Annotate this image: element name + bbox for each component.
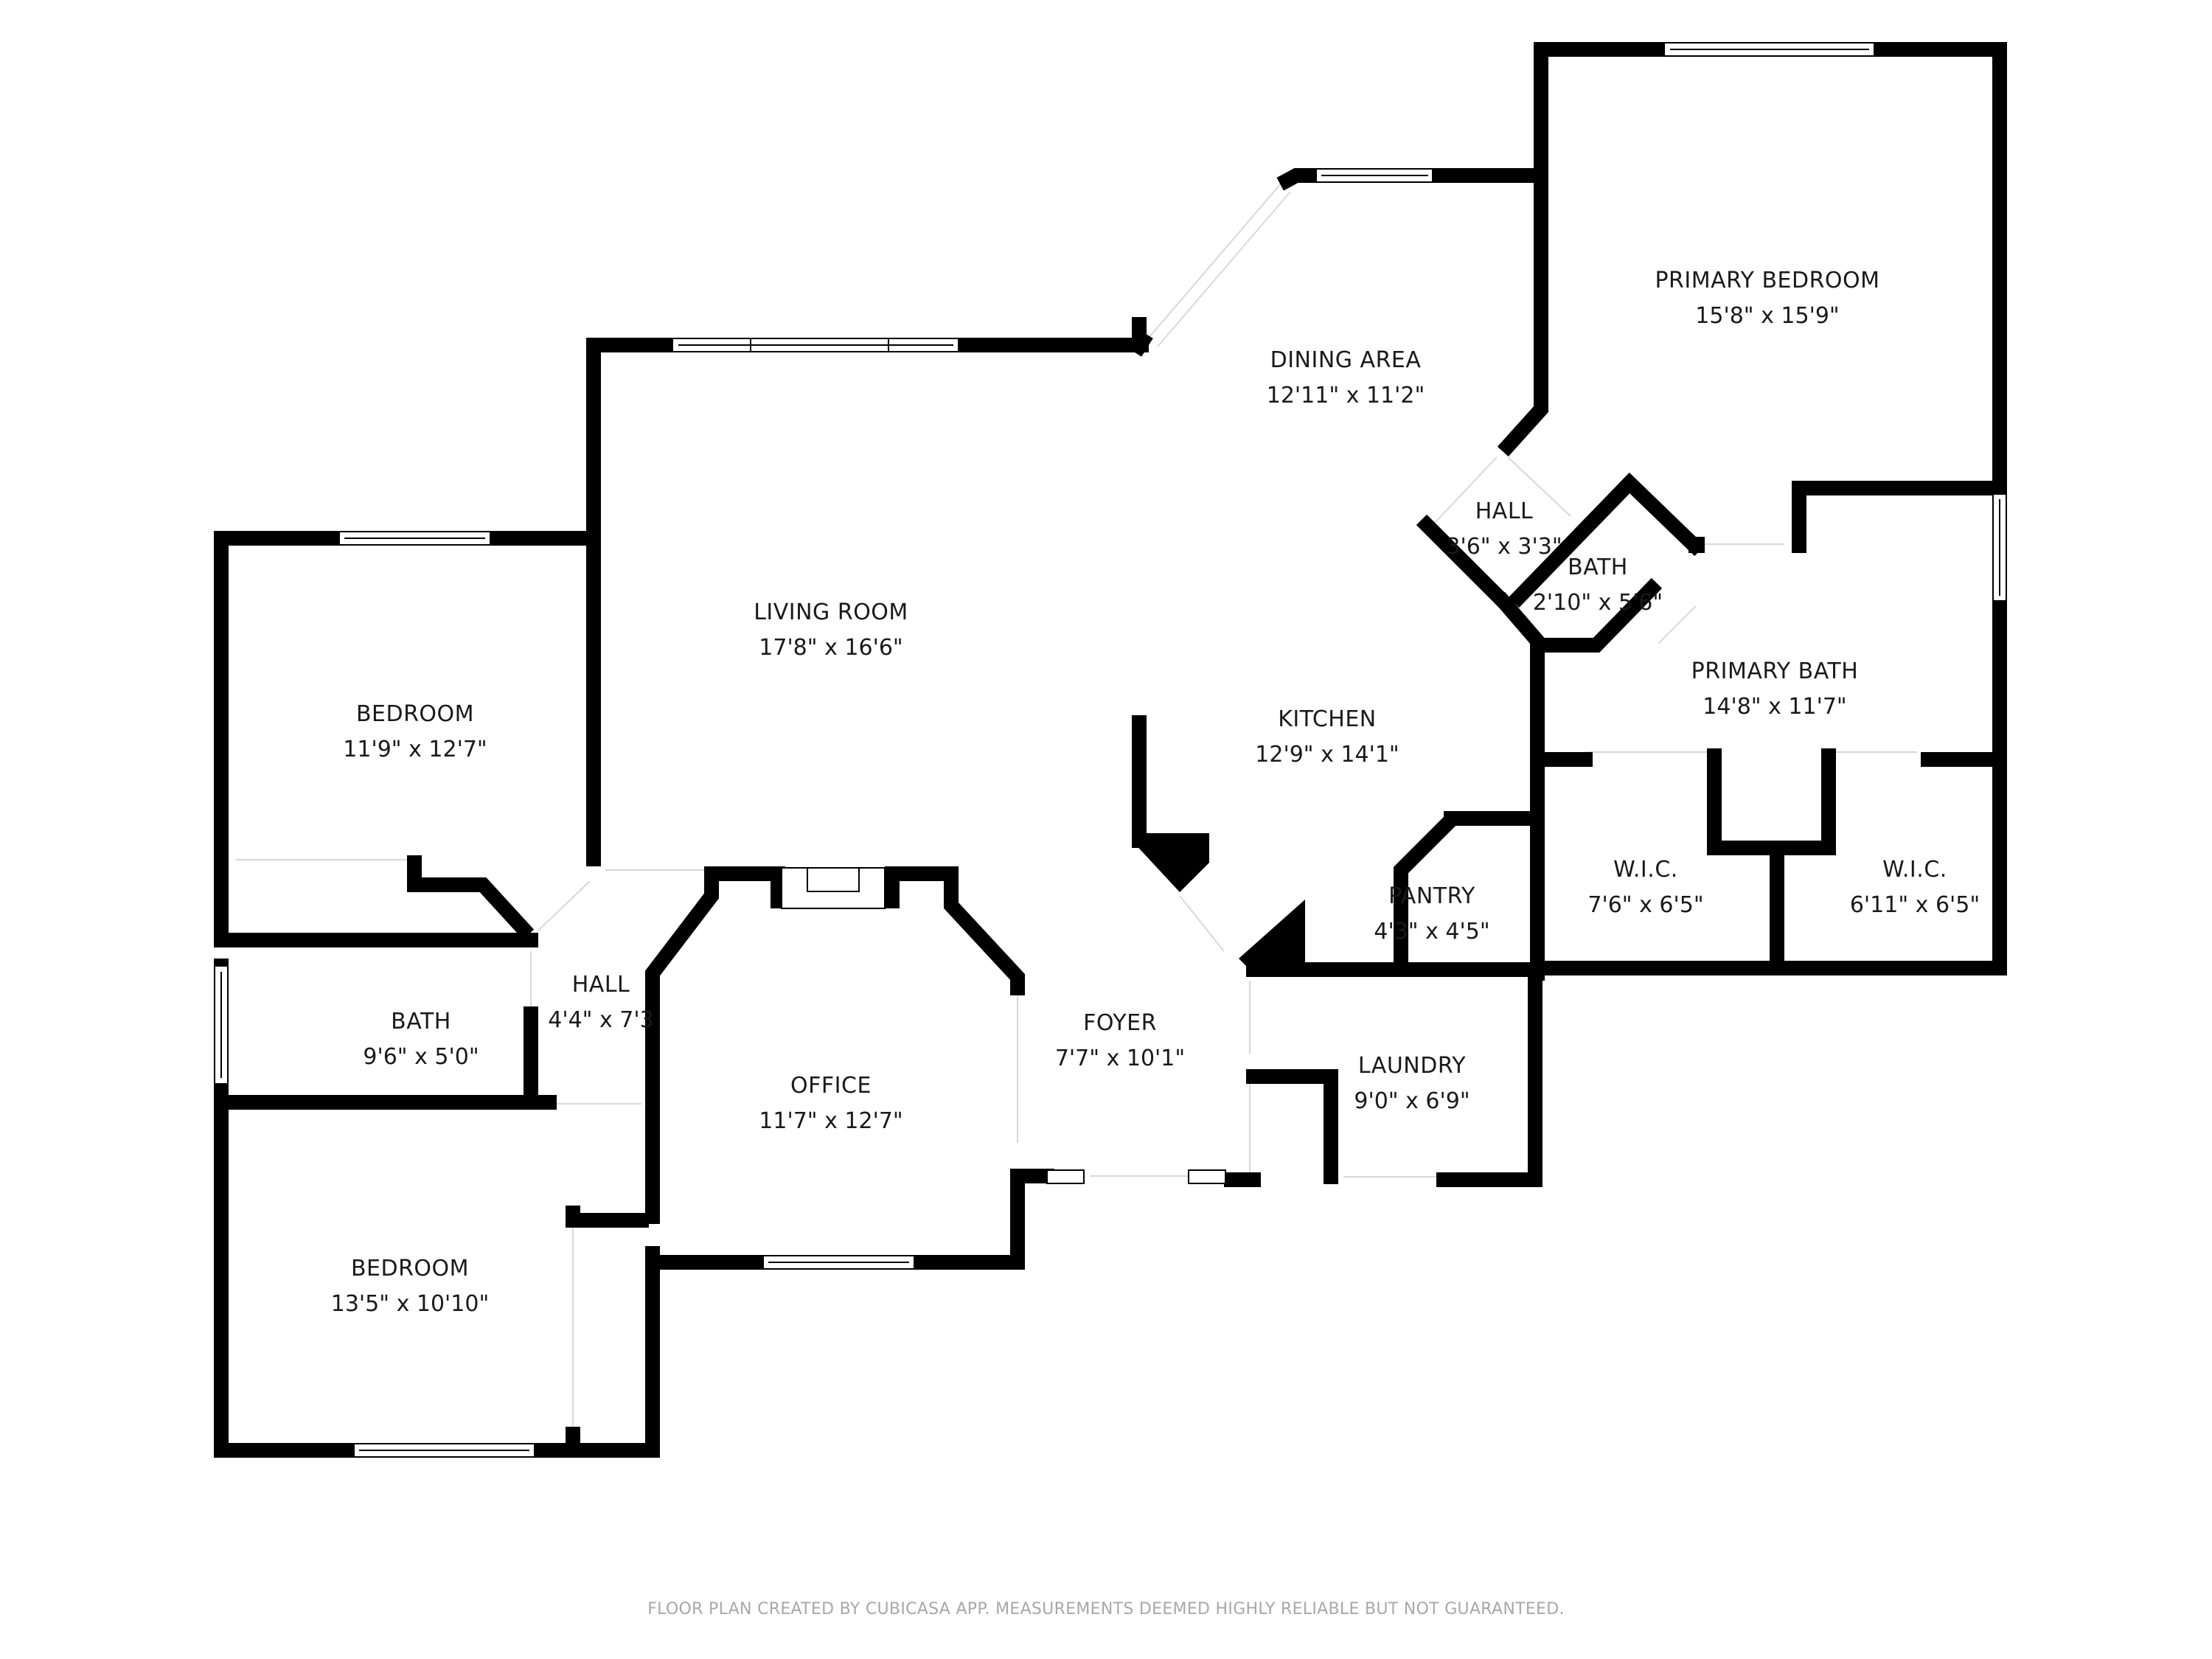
room-dimensions: 7'6" x 6'5" xyxy=(1587,892,1704,918)
room-name: PANTRY xyxy=(1388,883,1475,909)
room-hall-north: HALL 3'6" x 3'3" xyxy=(1446,494,1562,565)
room-name: W.I.C. xyxy=(1882,857,1947,883)
room-dimensions: 11'7" x 12'7" xyxy=(759,1108,903,1134)
room-dimensions: 12'11" x 11'2" xyxy=(1266,383,1425,408)
room-name: OFFICE xyxy=(790,1073,872,1099)
room-dimensions: 7'7" x 10'1" xyxy=(1054,1046,1186,1071)
room-name: DINING AREA xyxy=(1270,347,1422,373)
room-name: W.I.C. xyxy=(1613,857,1678,883)
room-name: BEDROOM xyxy=(355,701,475,727)
window xyxy=(1046,1169,1085,1184)
room-hall-west: HALL 4'4" x 7'3 xyxy=(548,967,653,1038)
room-name: HALL xyxy=(1475,498,1534,524)
room-primary-bedroom: PRIMARY BEDROOM 15'8" x 15'9" xyxy=(1655,263,1879,334)
room-name: BEDROOM xyxy=(350,1256,470,1281)
walls xyxy=(214,42,2007,1458)
room-dimensions: 4'4" x 7'3 xyxy=(548,1007,654,1033)
room-dimensions: 9'6" x 5'0" xyxy=(363,1044,479,1070)
room-wic-1: W.I.C. 7'6" x 6'5" xyxy=(1587,852,1703,923)
room-kitchen: KITCHEN 12'9" x 14'1" xyxy=(1255,702,1399,773)
room-dimensions: 12'9" x 14'1" xyxy=(1255,742,1399,768)
window xyxy=(1188,1169,1226,1184)
room-name: BATH xyxy=(1568,554,1628,580)
room-dimensions: 2'10" x 5'6" xyxy=(1532,590,1663,616)
room-bedroom-1: BEDROOM 11'9" x 12'7" xyxy=(343,697,487,768)
room-bath-north: BATH 2'10" x 5'6" xyxy=(1533,550,1663,621)
room-dimensions: 14'8" x 11'7" xyxy=(1703,694,1847,720)
room-name: PRIMARY BATH xyxy=(1691,658,1859,684)
room-primary-bath: PRIMARY BATH 14'8" x 11'7" xyxy=(1691,654,1859,725)
room-office: OFFICE 11'7" x 12'7" xyxy=(759,1068,902,1139)
room-wic-2: W.I.C. 6'11" x 6'5" xyxy=(1850,852,1980,923)
room-dimensions: 11'9" x 12'7" xyxy=(343,737,487,762)
room-dining-area: DINING AREA 12'11" x 11'2" xyxy=(1267,343,1425,414)
room-name: BATH xyxy=(391,1009,451,1034)
room-dimensions: 17'8" x 16'6" xyxy=(759,635,903,661)
room-dimensions: 15'8" x 15'9" xyxy=(1695,303,1840,329)
room-dimensions: 6'11" x 6'5" xyxy=(1849,892,1980,918)
room-foyer: FOYER 7'7" x 10'1" xyxy=(1055,1006,1185,1077)
room-dimensions: 3'6" x 3'3" xyxy=(1446,534,1562,560)
room-name: LIVING ROOM xyxy=(754,599,908,625)
room-bath-west: BATH 9'6" x 5'0" xyxy=(363,1004,479,1075)
room-laundry: LAUNDRY 9'0" x 6'9" xyxy=(1354,1048,1470,1119)
room-dimensions: 9'0" x 6'9" xyxy=(1354,1088,1470,1114)
room-dimensions: 4'3" x 4'5" xyxy=(1374,919,1490,945)
room-living-room: LIVING ROOM 17'8" x 16'6" xyxy=(754,595,908,666)
room-name: HALL xyxy=(571,972,630,998)
room-pantry: PANTRY 4'3" x 4'5" xyxy=(1374,879,1489,950)
footer-disclaimer: FLOOR PLAN CREATED BY CUBICASA APP. MEAS… xyxy=(647,1600,1565,1618)
room-name: KITCHEN xyxy=(1278,706,1377,732)
room-dimensions: 13'5" x 10'10" xyxy=(330,1291,490,1317)
room-name: PRIMARY BEDROOM xyxy=(1655,268,1880,293)
room-bedroom-2: BEDROOM 13'5" x 10'10" xyxy=(331,1251,490,1322)
room-name: FOYER xyxy=(1083,1010,1157,1036)
room-name: LAUNDRY xyxy=(1357,1053,1467,1079)
windows xyxy=(214,42,2007,1458)
